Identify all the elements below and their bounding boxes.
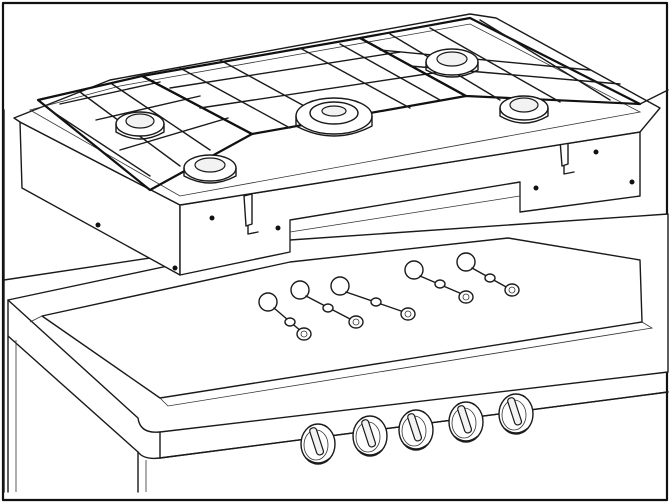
burner (183, 154, 237, 184)
grate-center-bars (169, 43, 441, 129)
burner (425, 48, 479, 78)
burner (295, 97, 373, 137)
control-knob (300, 423, 336, 465)
cabinet-inner-edge (15, 340, 147, 492)
control-knob (498, 393, 534, 435)
gas-valve (330, 276, 416, 321)
screw (95, 222, 101, 228)
gas-valve (456, 252, 520, 297)
burner (499, 95, 549, 124)
cutout-bevel (29, 315, 654, 407)
burner (115, 111, 165, 140)
control-knob (352, 415, 388, 457)
cooktop-front-recess (289, 182, 521, 252)
wall-top-line (3, 254, 171, 281)
control-knobs (300, 393, 534, 465)
gas-valve (290, 280, 364, 329)
screw (172, 265, 178, 271)
screw (209, 215, 215, 221)
cooktop-surface-rim (28, 23, 642, 197)
bracket-hook (563, 165, 575, 175)
screw (629, 179, 635, 185)
cooktop-body (19, 121, 641, 276)
mounting-bracket (243, 193, 253, 227)
burners (115, 48, 549, 184)
control-knob (448, 401, 484, 443)
gas-valves (258, 252, 520, 341)
control-knob (398, 409, 434, 451)
screw (533, 185, 539, 191)
screw (593, 149, 599, 155)
gas-valve (258, 292, 312, 341)
gas-valve (404, 260, 474, 304)
screw (275, 225, 281, 231)
bracket-hook (247, 225, 259, 235)
wall-back-line (639, 89, 669, 105)
